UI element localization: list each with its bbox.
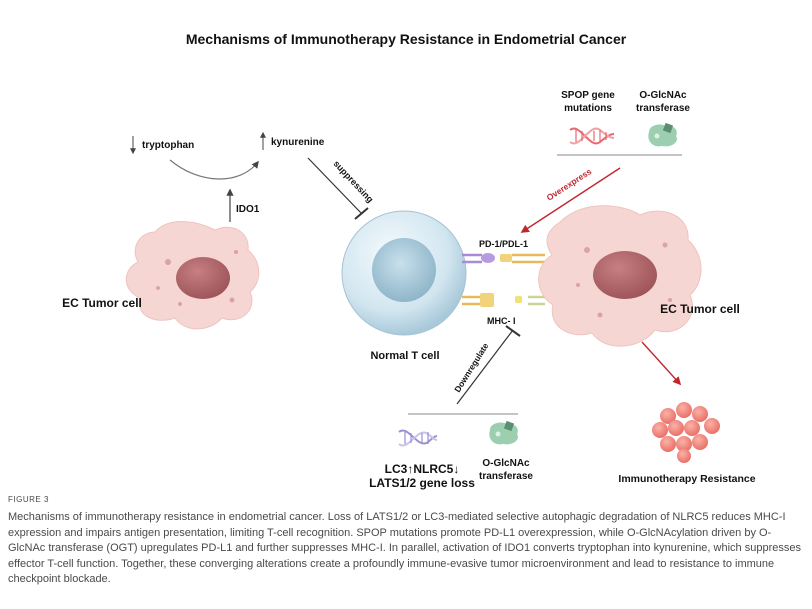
dna-icon-spop bbox=[569, 127, 615, 145]
normal-t-cell-label: Normal T cell bbox=[370, 350, 439, 362]
ec-tumor-right-label: EC Tumor cell bbox=[660, 302, 740, 316]
diagram-title: Mechanisms of Immunotherapy Resistance i… bbox=[186, 31, 627, 47]
mhc1-receptor bbox=[462, 293, 545, 307]
t-cell-nucleus bbox=[372, 238, 436, 302]
mhc1-label: MHC- I bbox=[487, 316, 516, 326]
lc3-label-line2: LATS1/2 gene loss bbox=[369, 476, 475, 490]
spop-label-line2: mutations bbox=[564, 103, 612, 114]
oglcnac-bottom-label-line2: transferase bbox=[479, 471, 533, 482]
oglcnac-top-label-line2: transferase bbox=[636, 103, 690, 114]
ec-tumor-cell-right bbox=[538, 205, 702, 347]
suppressing-label: suppressing bbox=[332, 159, 376, 205]
ec-tumor-left-label: EC Tumor cell bbox=[62, 296, 142, 310]
spop-label-line1: SPOP gene bbox=[561, 90, 615, 101]
overexpress-label: Overexpress bbox=[545, 166, 594, 203]
ido1-label: IDO1 bbox=[236, 204, 260, 215]
ec-tumor-cell-left bbox=[125, 221, 260, 330]
overexpress-arrow bbox=[520, 167, 621, 233]
pd1-pdl1-label: PD-1/PDL-1 bbox=[479, 239, 528, 249]
immunotherapy-resistance-label: Immunotherapy Resistance bbox=[618, 473, 755, 485]
normal-t-cell bbox=[341, 210, 467, 336]
downregulate-line bbox=[456, 329, 514, 405]
resistance-arrow bbox=[641, 341, 682, 386]
figure-caption: Mechanisms of immunotherapy resistance i… bbox=[8, 511, 801, 585]
nucleus-left bbox=[176, 257, 230, 299]
kynurenine-label: kynurenine bbox=[271, 137, 325, 148]
dna-icon-lc3 bbox=[398, 429, 438, 447]
suppressing-line bbox=[307, 157, 363, 215]
downregulate-tee bbox=[505, 325, 521, 337]
figure-label: FIGURE 3 bbox=[8, 495, 49, 504]
tumor-cluster-icon bbox=[652, 402, 720, 463]
suppressing-tee bbox=[354, 207, 369, 220]
tryptophan-kynurenine-curve bbox=[169, 159, 259, 180]
oglcnac-top-label-line1: O-GlcNAc bbox=[639, 90, 687, 101]
tryptophan-label: tryptophan bbox=[142, 140, 194, 151]
lc3-label-line1: LC3↑NLRC5↓ bbox=[385, 462, 460, 476]
oglcnac-bottom-label-line1: O-GlcNAc bbox=[482, 458, 530, 469]
pd1-pdl1-receptor bbox=[462, 253, 545, 264]
enzyme-icon-oglcnac-bottom bbox=[489, 420, 518, 445]
enzyme-icon-oglcnac-top bbox=[648, 122, 677, 147]
nucleus-right bbox=[593, 251, 657, 299]
